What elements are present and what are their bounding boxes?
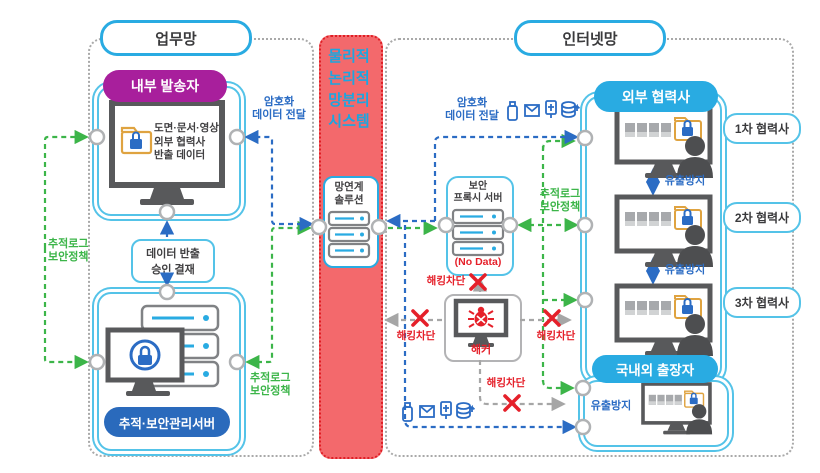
- policy-label-right: 추적로그 보안정책: [250, 372, 291, 398]
- external-partners-box: [585, 96, 722, 381]
- partner-2-pill: 2차 협력사: [723, 202, 801, 233]
- internal-sender-title: 내부 발송자: [130, 78, 200, 94]
- encrypted-data-label-right: 암호화 데이터 전달: [445, 97, 499, 123]
- partner-1-label: 1차 협력사: [734, 122, 790, 136]
- partner-1-pill: 1차 협력사: [723, 113, 801, 144]
- approval-box: 데이터 반출 승인 결재: [131, 239, 215, 283]
- hack-block-label-top: 해킹차단: [426, 275, 466, 287]
- leak-prevention-traveler: 유출방지: [590, 400, 632, 412]
- leak-prevention-1: 유출방지: [664, 175, 706, 187]
- internet-network-title: 인터넷망: [562, 30, 618, 48]
- hack-block-label-left: 해킹차단: [396, 330, 436, 342]
- external-partners-title: 외부 협력사: [621, 88, 691, 105]
- hack-block-label-bottom: 해킹차단: [486, 377, 526, 389]
- hack-block-label-right: 해킹차단: [536, 330, 576, 342]
- leak-prevention-2: 유출방지: [664, 264, 706, 276]
- travelers-pill: 국내외 출장자: [592, 355, 718, 383]
- internal-sender-pill: 내부 발송자: [103, 70, 227, 102]
- encrypted-data-label-left: 암호화 데이터 전달: [252, 96, 306, 122]
- separation-system-label: 물리적 논리적 망분리 시스템: [328, 48, 370, 131]
- tracking-server-pill: 추적·보안관리서버: [104, 407, 230, 437]
- sender-monitor-text: 도면·문서·영상 외부 협력사 반출 데이터: [154, 122, 219, 162]
- external-partners-pill: 외부 협력사: [594, 81, 718, 112]
- proxy-server-title: 보안 프록시 서버: [453, 181, 503, 205]
- partner-2-label: 2차 협력사: [734, 211, 790, 225]
- travelers-title: 국내외 출장자: [615, 363, 695, 378]
- partner-3-pill: 3차 협력사: [723, 287, 801, 318]
- policy-label-left: 추적로그 보안정책: [48, 238, 89, 264]
- internet-network-header: 인터넷망: [514, 20, 666, 56]
- partner-3-label: 3차 협력사: [734, 296, 790, 310]
- travelers-box: [583, 380, 729, 447]
- work-network-header: 업무망: [100, 20, 252, 56]
- policy-label-proxy: 추적로그 보안정책: [539, 188, 581, 214]
- work-network-title: 업무망: [155, 30, 197, 48]
- tracking-server-title: 추적·보안관리서버: [118, 416, 216, 431]
- link-solution-label: 망연계 솔루션: [334, 181, 364, 206]
- proxy-nodata-label: (No Data): [454, 256, 502, 268]
- hacker-label: 해커: [470, 344, 492, 356]
